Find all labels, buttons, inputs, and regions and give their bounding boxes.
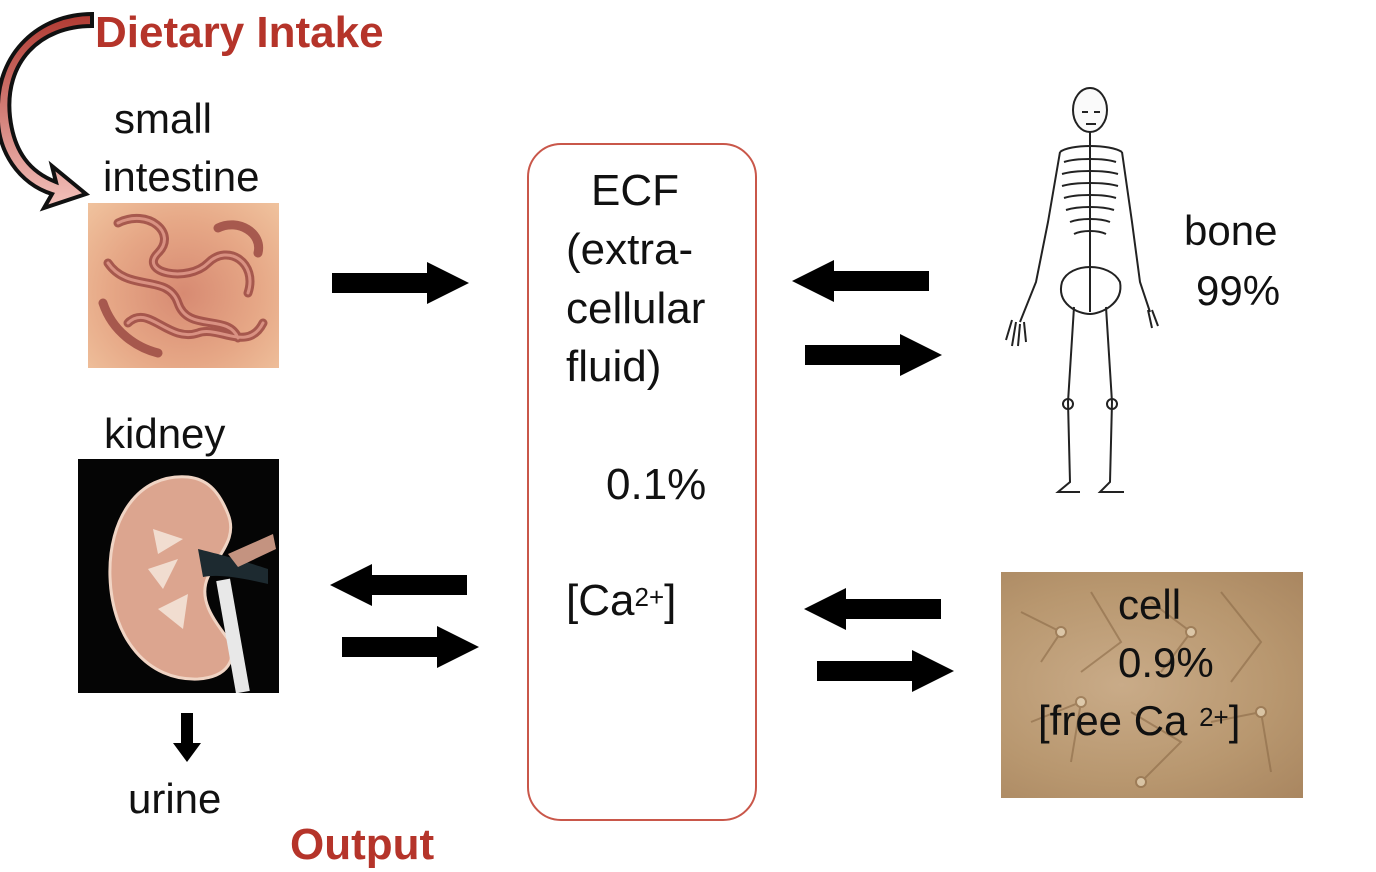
ecf-percent: 0.1% [606,460,707,509]
down-arrow-urine [172,713,202,763]
ecf-calcium-charge: 2+ [634,582,665,612]
arrow-cell-to-ecf [804,588,942,630]
arrow-intestine-to-ecf [332,262,470,304]
ecf-calcium-bracket: ] [664,576,677,625]
kidney-image [78,459,279,693]
ecf-line-3: cellular [566,284,706,333]
ecf-line-2: (extra- [566,225,694,274]
free-calcium-charge: 2+ [1199,702,1229,732]
arrow-ecf-to-bone [805,334,943,376]
cell-percent: 0.9% [1118,639,1214,686]
skeleton-image [1000,82,1160,502]
ecf-compartment-box [527,143,757,821]
kidney-label: kidney [104,410,226,457]
intestine-label: intestine [103,153,260,200]
arrow-bone-to-ecf [792,260,930,302]
small-intestine-image [88,203,279,368]
ecf-line-1: ECF [591,166,679,215]
output-title: Output [290,820,435,869]
free-calcium-text: [free Ca [1038,697,1188,744]
cell-label: cell [1118,581,1182,628]
curved-intake-arrow [0,12,94,212]
bone-label: bone [1184,207,1278,254]
free-calcium-bracket: ] [1228,697,1241,744]
small-label: small [114,95,213,142]
urine-label: urine [128,775,222,822]
arrow-kidney-to-ecf [342,626,480,668]
cell-culture-image [1001,572,1303,798]
arrow-ecf-to-cell [817,650,955,692]
ecf-line-4: fluid) [566,342,662,391]
ecf-calcium: [Ca2+] [566,572,676,630]
dietary-intake-title: Dietary Intake [95,8,384,57]
free-calcium-label: [free Ca 2+] [1038,692,1240,750]
bone-percent: 99% [1196,267,1281,314]
arrow-ecf-to-kidney [330,564,468,606]
ecf-calcium-text: [Ca [566,576,635,625]
